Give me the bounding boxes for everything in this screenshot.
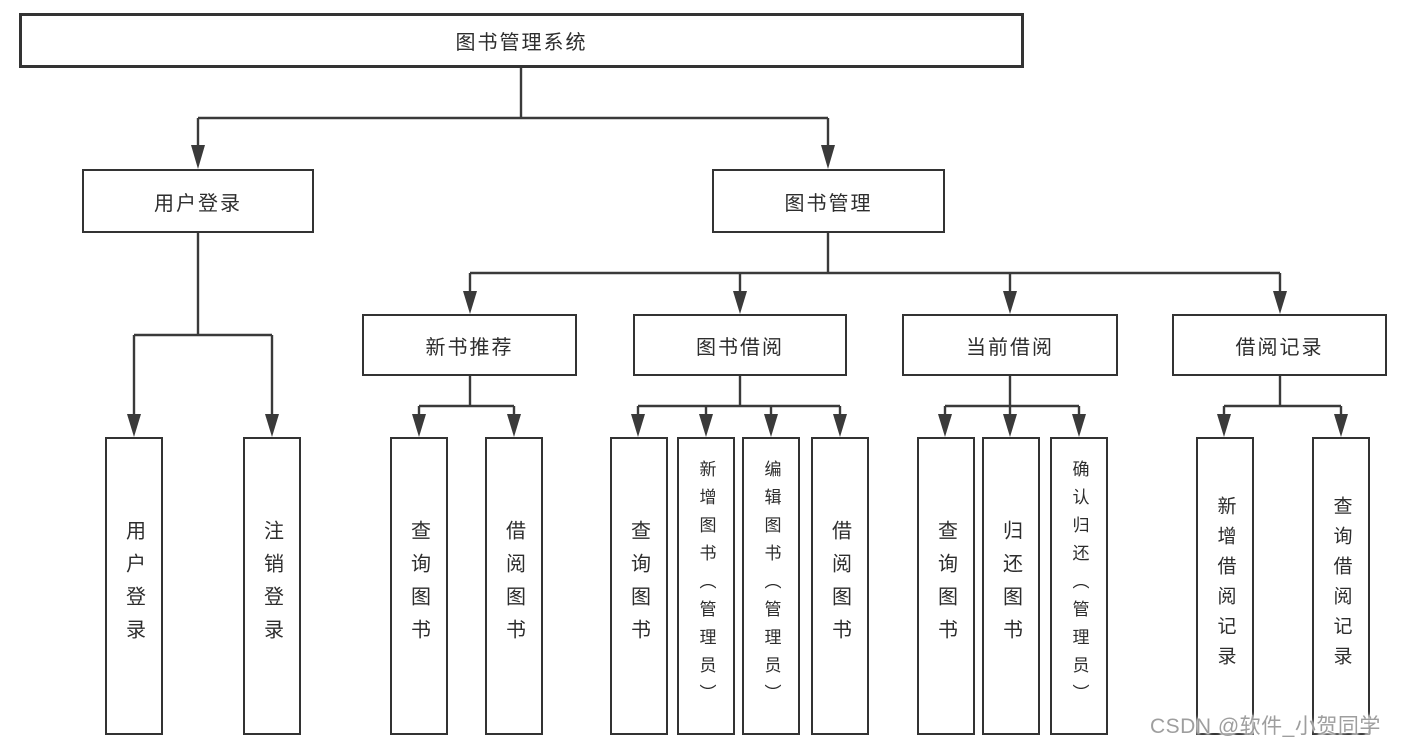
arrowhead-icon: [127, 414, 141, 437]
edge-bookmgmt-to-level3: [468, 233, 1282, 291]
node-current-borrowing: 当前借阅: [902, 314, 1118, 376]
arrowhead-icon: [699, 414, 713, 437]
arrowhead-icon: [821, 145, 835, 169]
node-library-management-system: 图书管理系统: [19, 13, 1024, 68]
leaf-borrowing-edit-books-admin: 编辑图书（管理员）: [742, 437, 800, 735]
arrowhead-icon: [1334, 414, 1348, 437]
node-book-borrowing: 图书借阅: [633, 314, 847, 376]
arrowhead-icon: [833, 414, 847, 437]
arrowhead-icon: [463, 291, 477, 314]
leaf-borrowing-borrow-books: 借阅图书: [811, 437, 869, 735]
arrowhead-icon: [1003, 291, 1017, 314]
edge-records-to-leaves: [1222, 376, 1343, 414]
arrowhead-icon: [1003, 414, 1017, 437]
node-user-login: 用户登录: [82, 169, 314, 233]
leaf-records-query-borrow-record: 查询借阅记录: [1312, 437, 1370, 735]
arrowhead-icon: [1217, 414, 1231, 437]
edge-borrowing-to-leaves: [636, 376, 842, 414]
leaf-records-add-borrow-record: 新增借阅记录: [1196, 437, 1254, 735]
arrowhead-icon: [191, 145, 205, 169]
arrowhead-icon: [733, 291, 747, 314]
arrowhead-icon: [1273, 291, 1287, 314]
leaf-borrowing-query-books: 查询图书: [610, 437, 668, 735]
node-book-management: 图书管理: [712, 169, 945, 233]
edge-recommend-to-leaves: [417, 376, 516, 414]
arrowhead-icon: [938, 414, 952, 437]
arrowhead-icon: [1072, 414, 1086, 437]
edge-current-to-leaves: [943, 376, 1081, 414]
leaf-user-login: 用户登录: [105, 437, 163, 735]
arrowhead-icon: [507, 414, 521, 437]
arrowhead-icon: [631, 414, 645, 437]
csdn-watermark: CSDN @软件_小贺同学: [1150, 715, 1381, 738]
leaf-logout: 注销登录: [243, 437, 301, 735]
node-borrowing-records: 借阅记录: [1172, 314, 1387, 376]
leaf-borrowing-add-books-admin: 新增图书（管理员）: [677, 437, 735, 735]
arrowhead-icon: [764, 414, 778, 437]
edge-userlogin-to-leaves: [132, 233, 274, 414]
arrowhead-icon: [265, 414, 279, 437]
edge-root-to-level2: [196, 68, 830, 145]
arrowhead-icon: [412, 414, 426, 437]
arrowheads: [127, 145, 1348, 437]
leaf-current-return-books: 归还图书: [982, 437, 1040, 735]
leaf-recommend-query-books: 查询图书: [390, 437, 448, 735]
leaf-current-query-books: 查询图书: [917, 437, 975, 735]
node-new-book-recommend: 新书推荐: [362, 314, 577, 376]
leaf-current-confirm-return-admin: 确认归还（管理员）: [1050, 437, 1108, 735]
leaf-recommend-borrow-books: 借阅图书: [485, 437, 543, 735]
